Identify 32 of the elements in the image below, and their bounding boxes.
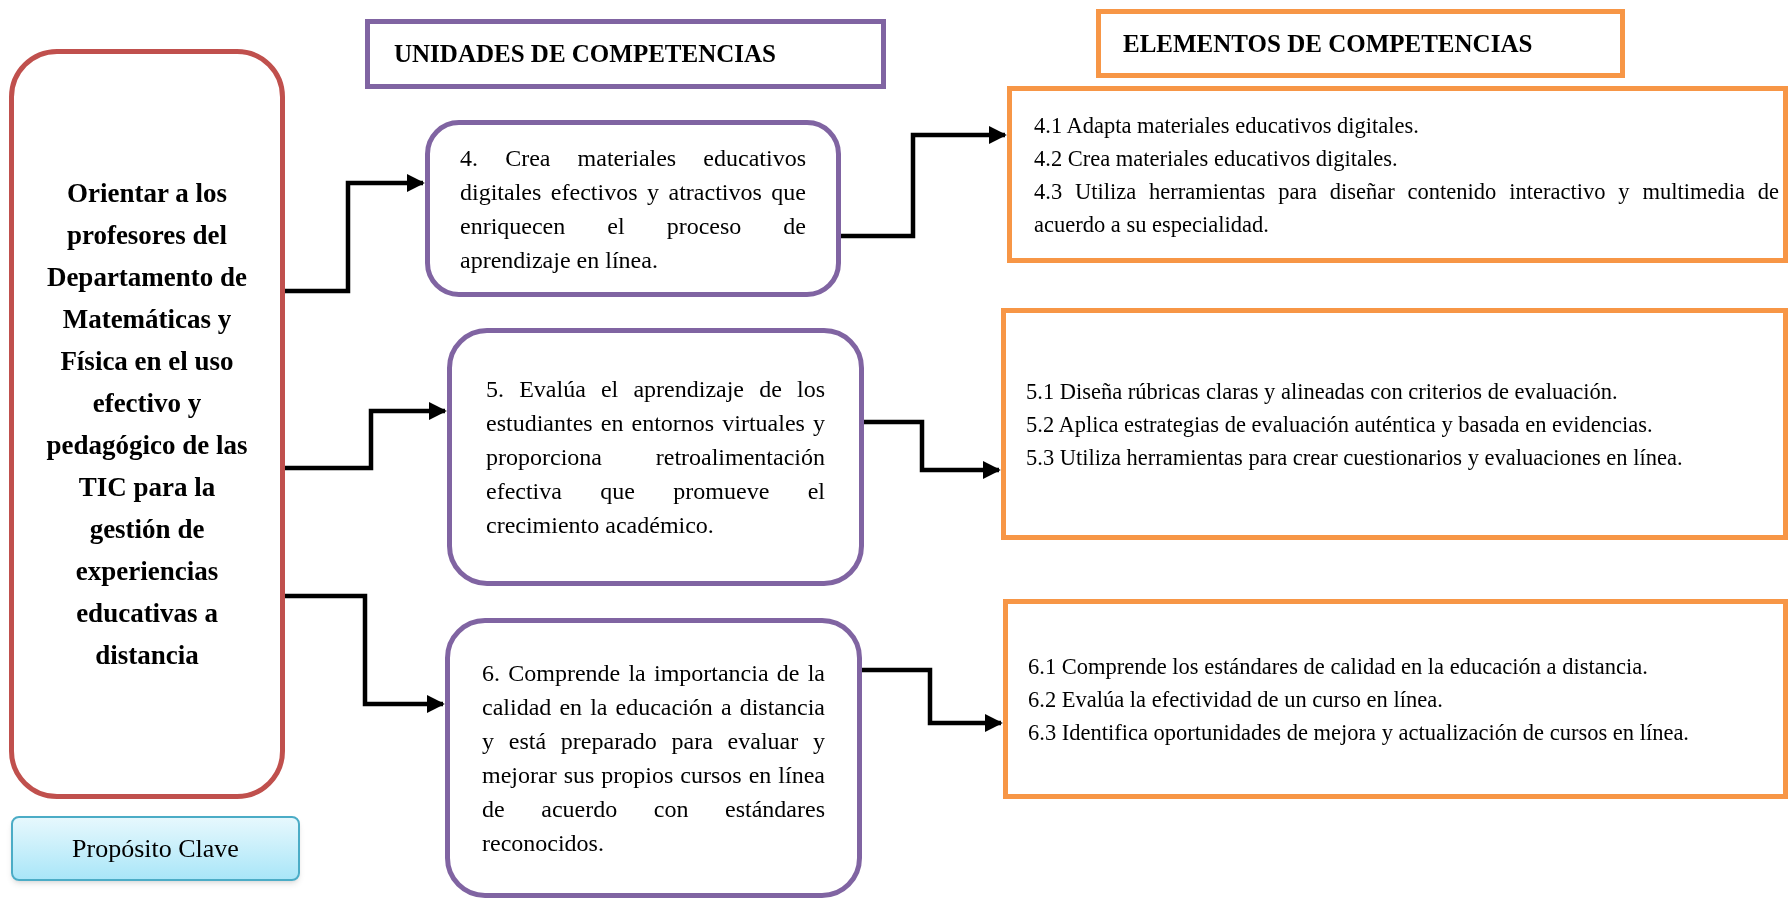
arrow	[285, 174, 425, 294]
header-text: UNIDADES DE COMPETENCIAS	[394, 39, 776, 70]
key-label-box	[11, 816, 300, 881]
purpose-box	[9, 49, 285, 799]
header-box	[1096, 9, 1625, 78]
element-box	[1001, 308, 1788, 540]
element-text: 5.2 Aplica estrategias de evaluación auténtica y basada en evidencias.	[1026, 410, 1654, 439]
element-text: 6.2 Evalúa la efectividad de un curso en línea.	[1028, 685, 1444, 714]
unit-box	[425, 120, 841, 297]
key-label-text: Propósito Clave	[72, 833, 239, 865]
element-text: 4.3 Utiliza herramientas para diseñar contenido interactivo y multimedia de acuerdo a su especialidad.	[1034, 177, 1779, 239]
element-text: 4.2 Crea materiales educativos digitales.	[1034, 144, 1399, 173]
purpose-text: Orientar a los profesores del Departamento de Matemáticas y Física en el uso efectivo y pedagógico de las TIC para la gestión de experiencias educativas a distancia	[45, 177, 249, 672]
header-box	[365, 19, 886, 89]
element-text: 6.1 Comprende los estándares de calidad en la educación a distancia.	[1028, 652, 1649, 681]
unit-text: 5. Evalúa el aprendizaje de los estudiantes en entornos virtuales y proporciona retroalimentación efectiva que promueve el crecimiento académico.	[486, 375, 825, 540]
element-box	[1003, 599, 1788, 799]
element-text: 4.1 Adapta materiales educativos digitales.	[1034, 111, 1420, 140]
header-text: ELEMENTOS DE COMPETENCIAS	[1123, 28, 1533, 59]
element-box	[1007, 86, 1788, 263]
arrow	[285, 593, 445, 713]
unit-box	[447, 328, 864, 586]
arrow	[864, 419, 1001, 479]
unit-text: 4. Crea materiales educativos digitales efectivos y atractivos que enriquecen el proceso de aprendizaje en línea.	[460, 143, 806, 275]
element-text: 5.3 Utiliza herramientas para crear cuestionarios y evaluaciones en línea.	[1026, 443, 1684, 472]
unit-text: 6. Comprende la importancia de la calidad en la educación a distancia y está preparado para evaluar y mejorar sus propios cursos en línea de acuerdo con estándares reconocidos.	[482, 659, 825, 858]
element-text: 6.3 Identifica oportunidades de mejora y actualización de cursos en línea.	[1028, 718, 1690, 747]
arrow	[285, 402, 447, 471]
arrow	[841, 126, 1007, 239]
unit-box	[445, 618, 862, 898]
element-text: 5.1 Diseña rúbricas claras y alineadas con criterios de evaluación.	[1026, 377, 1619, 406]
arrow	[862, 667, 1003, 732]
